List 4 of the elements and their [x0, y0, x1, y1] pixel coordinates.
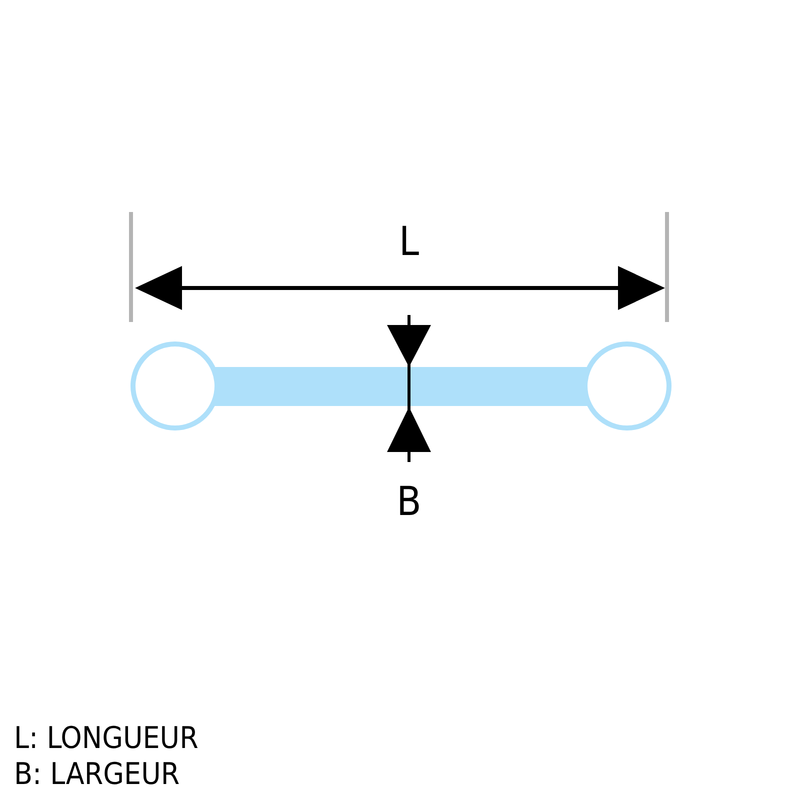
dimension-label: B	[396, 482, 422, 522]
dimension-label: L	[398, 222, 420, 262]
legend-text: L: LONGUEUR	[14, 724, 198, 754]
legend-text: B: LARGEUR	[14, 760, 180, 790]
